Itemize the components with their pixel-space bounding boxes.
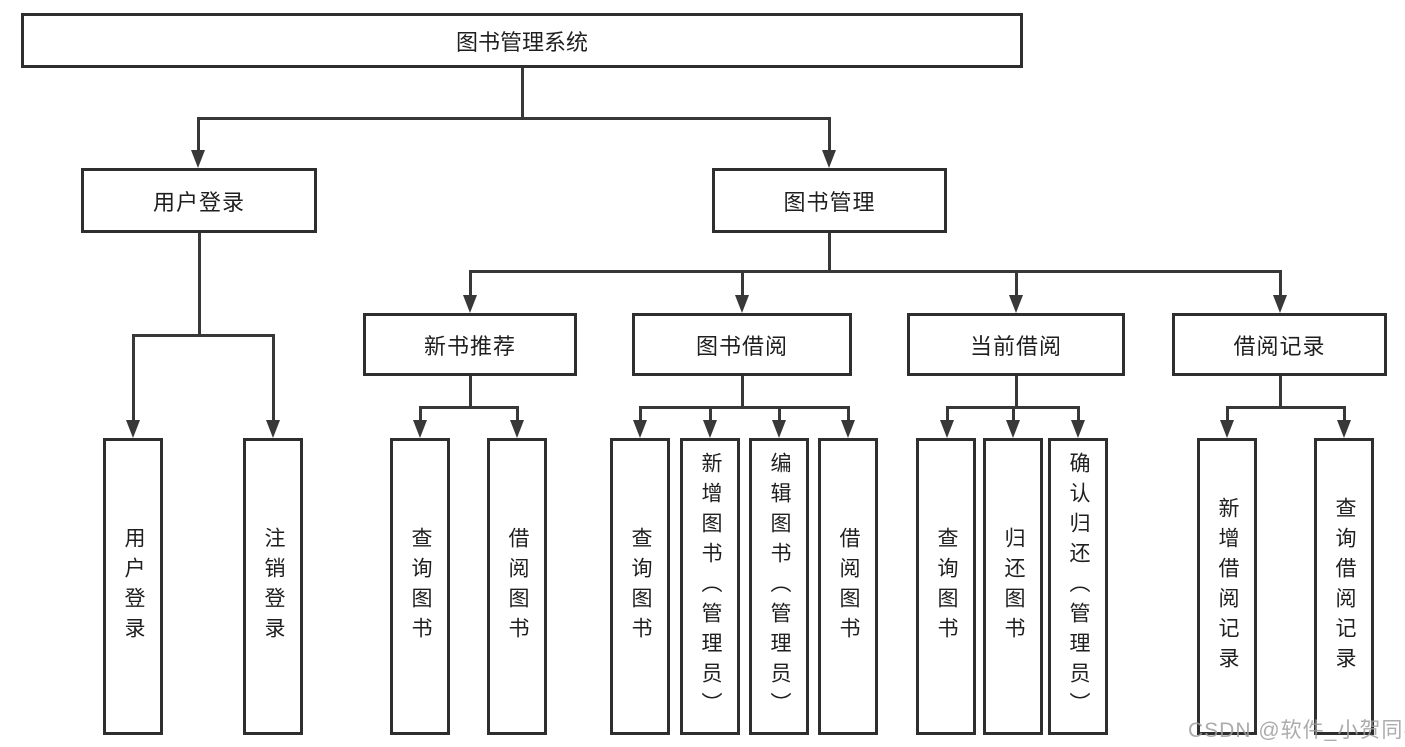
leaf-label: 借阅图书 [837, 526, 861, 647]
connector-stem [1077, 406, 1080, 420]
arrowhead-down-icon [633, 420, 647, 438]
arrowhead-down-icon [940, 420, 954, 438]
node-book-borrow: 图书借阅 [632, 313, 852, 376]
arrowhead-down-icon [1220, 420, 1234, 438]
connector-stem [741, 270, 744, 295]
arrowhead-down-icon [703, 420, 717, 438]
node-label: 当前借阅 [969, 333, 1062, 359]
node-user-login: 用户登录 [81, 168, 317, 233]
arrowhead-down-icon [266, 420, 280, 438]
arrowhead-down-icon [1273, 295, 1287, 313]
connector-stem [1226, 406, 1229, 420]
arrowhead-down-icon [772, 420, 786, 438]
arrowhead-down-icon [463, 295, 477, 313]
leaf-label: 查询图书 [409, 526, 433, 647]
arrowhead-down-icon [1006, 420, 1020, 438]
leaf-nb-query-books: 查询图书 [390, 438, 450, 735]
leaf-nb-borrow-books: 借阅图书 [487, 438, 547, 735]
leaf-logout: 注销登录 [243, 438, 303, 735]
node-book-management: 图书管理 [712, 168, 947, 233]
arrowhead-down-icon [126, 420, 140, 438]
connector-stem [946, 406, 949, 420]
leaf-br-query-record: 查询借阅记录 [1314, 438, 1374, 735]
connector-stem [1015, 270, 1018, 295]
arrowhead-down-icon [1071, 420, 1085, 438]
leaf-cb-return-books: 归还图书 [983, 438, 1043, 735]
arrowhead-down-icon [191, 150, 205, 168]
node-label: 新书推荐 [423, 333, 516, 359]
node-label: 借阅记录 [1233, 333, 1326, 359]
connector-bar [419, 406, 519, 409]
leaf-label: 查询图书 [629, 526, 653, 647]
connector-stem [198, 233, 201, 334]
watermark-csdn: CSDN @软件_小贺同学 [1188, 719, 1405, 742]
connector-stem [1343, 406, 1346, 420]
leaf-label: 查询图书 [935, 526, 959, 647]
arrowhead-down-icon [1009, 295, 1023, 313]
connector-stem [847, 406, 850, 420]
leaf-label: 注销登录 [262, 526, 286, 647]
node-label: 图书借阅 [695, 333, 788, 359]
connector-stem [197, 117, 200, 150]
leaf-user-login: 用户登录 [103, 438, 163, 735]
leaf-label: 用户登录 [122, 526, 146, 647]
connector-stem [516, 406, 519, 420]
connector-stem [709, 406, 712, 420]
leaf-cb-query-books: 查询图书 [916, 438, 976, 735]
connector-bar [1226, 406, 1346, 409]
leaf-label: 确认归还（管理员） [1067, 451, 1091, 722]
connector-stem [639, 406, 642, 420]
node-library-system-root: 图书管理系统 [21, 13, 1023, 68]
node-label: 图书管理系统 [455, 29, 588, 55]
connector-stem [828, 233, 831, 270]
node-new-book-recommend: 新书推荐 [363, 313, 577, 376]
connector-stem [778, 406, 781, 420]
leaf-label: 归还图书 [1002, 526, 1026, 647]
node-borrow-records: 借阅记录 [1172, 313, 1387, 376]
arrowhead-down-icon [735, 295, 749, 313]
connector-stem [132, 334, 135, 420]
leaf-label: 查询借阅记录 [1333, 496, 1357, 677]
arrowhead-down-icon [1337, 420, 1351, 438]
leaf-label: 借阅图书 [506, 526, 530, 647]
node-label: 用户登录 [152, 189, 245, 215]
leaf-bb-borrow-books: 借阅图书 [818, 438, 878, 735]
connector-stem [1279, 270, 1282, 295]
connector-stem [272, 334, 275, 420]
leaf-bb-add-book-admin: 新增图书（管理员） [680, 438, 740, 735]
connector-stem [469, 376, 472, 406]
leaf-cb-confirm-return-admin: 确认归还（管理员） [1048, 438, 1108, 735]
leaf-bb-query-books: 查询图书 [610, 438, 670, 735]
connector-stem [1012, 406, 1015, 420]
leaf-bb-edit-book-admin: 编辑图书（管理员） [749, 438, 809, 735]
connector-stem [469, 270, 472, 295]
connector-bar [133, 334, 275, 337]
node-current-borrow: 当前借阅 [907, 313, 1125, 376]
connector-stem [419, 406, 422, 420]
arrowhead-down-icon [841, 420, 855, 438]
leaf-br-add-record: 新增借阅记录 [1197, 438, 1257, 735]
leaf-label: 新增图书（管理员） [699, 451, 723, 722]
connector-l1-bar [198, 117, 831, 120]
connector-stem [828, 117, 831, 150]
connector-stem [1015, 376, 1018, 406]
node-label: 图书管理 [783, 189, 876, 215]
leaf-label: 新增借阅记录 [1216, 496, 1240, 677]
connector-stem [1279, 376, 1282, 406]
leaf-label: 编辑图书（管理员） [768, 451, 792, 722]
connector-l2-bar [470, 270, 1281, 273]
arrowhead-down-icon [510, 420, 524, 438]
connector-bar [639, 406, 850, 409]
connector-stem [741, 376, 744, 406]
connector-root-stem [521, 68, 524, 117]
arrowhead-down-icon [822, 150, 836, 168]
arrowhead-down-icon [413, 420, 427, 438]
